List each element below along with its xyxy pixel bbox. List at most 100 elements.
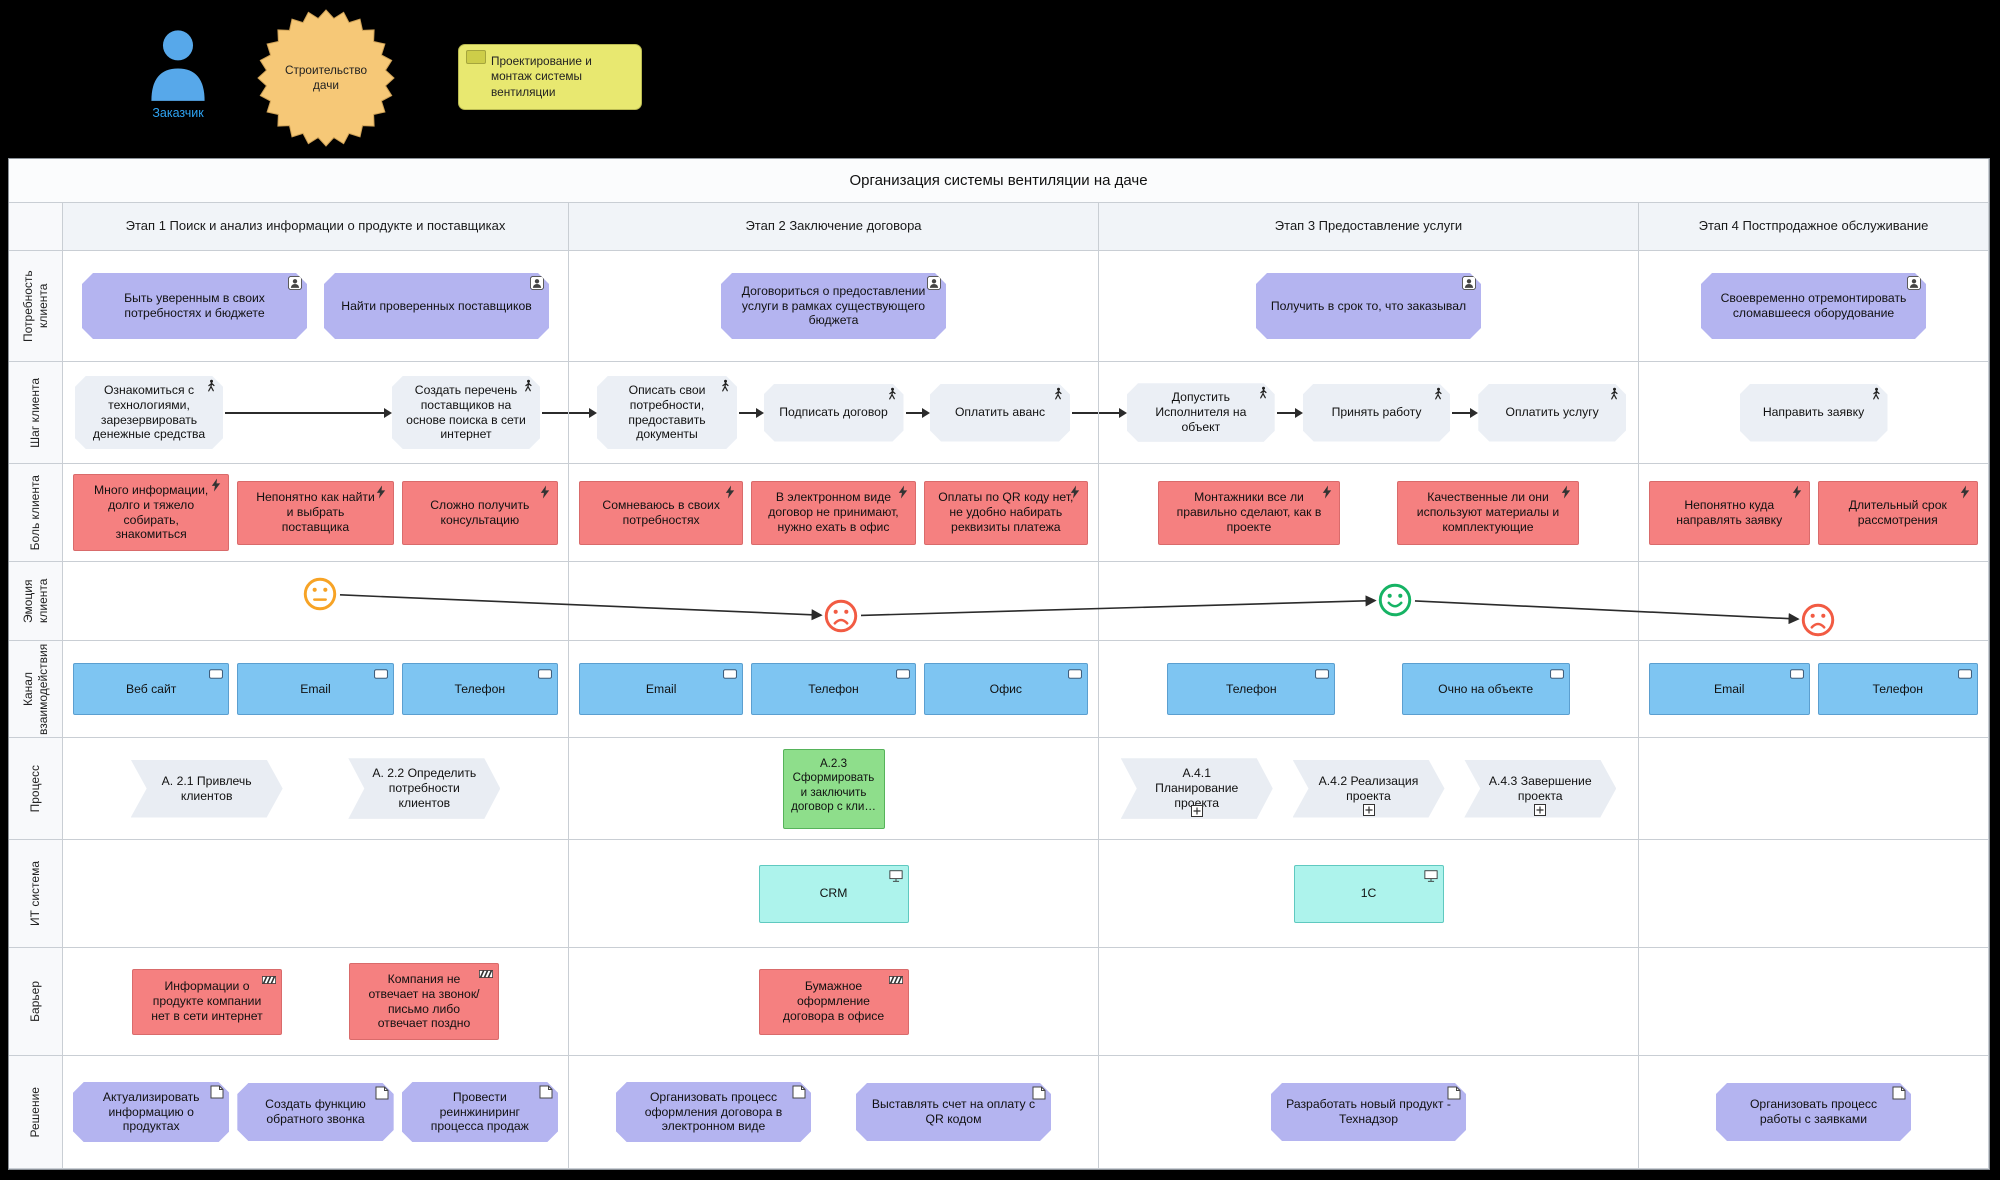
pain-box[interactable]: Монтажники все ли правильно сделают, как… <box>1158 480 1340 545</box>
pain-box[interactable]: Много информации, долго и тяжело собират… <box>73 473 230 552</box>
barrier-box[interactable]: Бумажное оформление договора в офисе <box>758 968 909 1035</box>
flow-arrow[interactable] <box>1276 407 1303 418</box>
need-box[interactable]: Получить в срок то, что заказывал <box>1256 273 1481 339</box>
scope-note[interactable]: Проектирование и монтаж системы вентиляц… <box>458 44 642 110</box>
customer-actor[interactable]: Заказчик <box>128 26 228 120</box>
cell-items: А.4.1 Планирование проекта А.4.2 Реализац… <box>1099 738 1638 839</box>
channel-box[interactable]: Телефон <box>751 663 916 715</box>
step-box[interactable]: Оплатить услугу <box>1478 384 1626 442</box>
solution-box[interactable]: Организовать процесс оформления договора… <box>616 1082 811 1143</box>
actor-label: Заказчик <box>152 106 204 120</box>
row-label-text: Барьер <box>28 981 42 1022</box>
step-box[interactable]: Направить заявку <box>1740 384 1888 442</box>
it-box[interactable]: CRM <box>758 864 909 923</box>
flow-arrow[interactable] <box>1452 407 1479 418</box>
need-box[interactable]: Договориться о предоставлении услуги в р… <box>721 273 946 339</box>
process-box[interactable]: А. 2.2 Определить потребности клиентов <box>348 758 500 819</box>
pain-box[interactable]: Качественные ли они используют материалы… <box>1397 480 1579 545</box>
step-box[interactable]: Подписать договор <box>764 384 904 442</box>
stage-header-3: Этап 3 Предоставление услуги <box>1099 203 1639 251</box>
box-label: А.4.1 Планирование проекта <box>1155 766 1239 810</box>
step-box[interactable]: Описать свои потребности, предоставить д… <box>597 376 737 450</box>
cell-it-stage-3: 1С <box>1099 840 1639 948</box>
process-box[interactable]: А.4.2 Реализация проекта <box>1293 760 1445 818</box>
cell-solution-stage-4: Организовать процесс работы с заявками <box>1639 1056 1989 1169</box>
barrier-box[interactable]: Компания не отвечает на звонок/письмо ли… <box>349 962 499 1041</box>
row-label-step: Шаг клиента <box>9 362 63 464</box>
process-box[interactable]: А.4.3 Завершение проекта <box>1464 760 1616 818</box>
device-icon <box>209 667 224 681</box>
emotion-face-sad[interactable] <box>824 599 858 633</box>
flow-arrow[interactable] <box>1072 411 1099 414</box>
channel-box[interactable]: Очно на объекте <box>1401 663 1570 715</box>
pain-box[interactable]: Непонятно как найти и выбрать поставщика <box>237 480 394 545</box>
need-box[interactable]: Своевременно отремонтировать сломавшееся… <box>1701 273 1926 339</box>
flow-arrow[interactable] <box>542 411 568 414</box>
box-label: Ознакомиться с технологиями, зарезервиро… <box>92 382 206 442</box>
solution-box[interactable]: Организовать процесс работы с заявками <box>1716 1083 1911 1141</box>
row-label-text: Канал взаимодействия <box>20 643 50 735</box>
channel-box[interactable]: Телефон <box>401 663 558 715</box>
process-box[interactable]: А.4.1 Планирование проекта <box>1121 758 1273 819</box>
box-label: Компания не отвечает на звонок/письмо ли… <box>368 971 480 1031</box>
emotion-face-sad[interactable] <box>1801 603 1835 637</box>
channel-box[interactable]: Email <box>237 663 394 715</box>
pain-box[interactable]: Оплаты по QR коду нет, не удобно набират… <box>923 480 1088 545</box>
box-label: Получить в срок то, что заказывал <box>1270 298 1467 313</box>
channel-box[interactable]: Email <box>579 663 744 715</box>
stage-header-label: Этап 2 Заключение договора <box>745 218 922 234</box>
pain-box[interactable]: В электронном виде договор не принимают,… <box>751 480 916 545</box>
project-badge[interactable]: Строительство дачи <box>256 8 396 148</box>
solution-box[interactable]: Выставлять счет на оплату с QR кодом <box>856 1083 1051 1141</box>
need-box[interactable]: Найти проверенных поставщиков <box>324 273 549 339</box>
pain-box[interactable]: Сложно получить консультацию <box>401 480 558 545</box>
solution-box[interactable]: Актуализировать информацию о продуктах <box>73 1082 229 1143</box>
box-label: Организовать процесс работы с заявками <box>1749 1097 1878 1126</box>
pain-box[interactable]: Длительный срок рассмотрения <box>1817 480 1978 545</box>
emotion-face-neutral[interactable] <box>303 577 337 611</box>
flow-arrow[interactable] <box>225 407 392 418</box>
channel-box[interactable]: Телефон <box>1817 663 1978 715</box>
channel-box[interactable]: Веб сайт <box>73 663 230 715</box>
row-label-emotion: Эмоция клиента <box>9 562 63 641</box>
process-box[interactable]: А.2.3 Сформировать и заключить договор с… <box>782 748 885 829</box>
pain-box[interactable]: Непонятно куда направлять заявку <box>1649 480 1810 545</box>
cell-items: CRM <box>569 840 1098 947</box>
it-box[interactable]: 1С <box>1293 864 1444 923</box>
solution-box[interactable]: Провести реинжиниринг процесса продаж <box>402 1082 558 1143</box>
flow-arrow[interactable] <box>739 407 765 418</box>
step-box[interactable]: Принять работу <box>1303 384 1451 442</box>
cell-items: Разработать новый продукт - Технадзор <box>1099 1056 1638 1168</box>
person-icon <box>141 26 215 104</box>
step-box[interactable]: Оплатить аванс <box>930 384 1070 442</box>
solution-box[interactable]: Разработать новый продукт - Технадзор <box>1271 1083 1466 1141</box>
flow-arrow[interactable] <box>569 407 597 418</box>
step-box[interactable]: Ознакомиться с технологиями, зарезервиро… <box>75 376 223 450</box>
box-label: Принять работу <box>1331 405 1422 420</box>
box-label: Длительный срок рассмотрения <box>1848 497 1947 527</box>
channel-box[interactable]: Телефон <box>1167 663 1336 715</box>
process-box[interactable]: А. 2.1 Привлечь клиентов <box>131 760 283 818</box>
channel-box[interactable]: Email <box>1649 663 1810 715</box>
flow-arrow[interactable] <box>905 407 931 418</box>
cell-need-stage-4: Своевременно отремонтировать сломавшееся… <box>1639 251 1989 362</box>
lightning-icon <box>1790 484 1804 499</box>
cell-items: Допустить Исполнителя на объект Принять р… <box>1099 362 1638 463</box>
pain-box[interactable]: Сомневаюсь в своих потребностях <box>579 480 744 545</box>
screen-icon <box>1423 869 1438 883</box>
step-box[interactable]: Допустить Исполнителя на объект <box>1127 383 1275 442</box>
row-label-text: Процесс <box>28 764 42 813</box>
device-icon <box>723 667 738 681</box>
need-box[interactable]: Быть уверенным в своих потребностях и бю… <box>82 273 307 339</box>
step-box[interactable]: Создать перечень поставщиков на основе п… <box>392 376 540 450</box>
emotion-face-happy[interactable] <box>1378 583 1412 617</box>
flow-arrow[interactable] <box>1099 407 1127 418</box>
barrier-box[interactable]: Информации о продукте компании нет в сет… <box>132 968 282 1035</box>
subprocess-icon <box>1363 804 1375 816</box>
solution-box[interactable]: Создать функцию обратного звонка <box>237 1083 393 1141</box>
cell-step-stage-1: Ознакомиться с технологиями, зарезервиро… <box>63 362 569 464</box>
channel-box[interactable]: Офис <box>923 663 1088 715</box>
cell-items: Монтажники все ли правильно сделают, как… <box>1099 464 1638 561</box>
